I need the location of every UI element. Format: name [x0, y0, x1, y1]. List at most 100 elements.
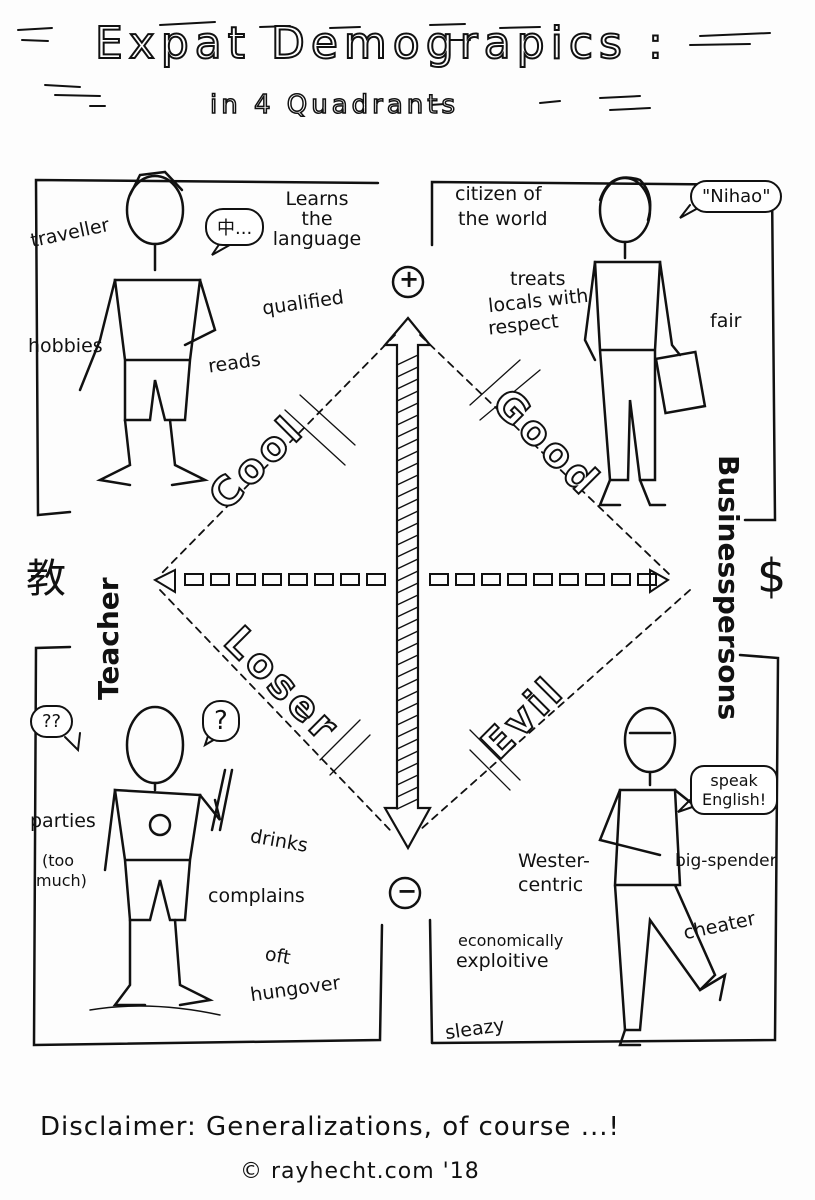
axis-dash	[559, 573, 579, 586]
diamond-dashes	[159, 334, 691, 831]
businessperson-evil-figure	[598, 706, 727, 1047]
teacher-axis-label: Teacher	[92, 577, 125, 700]
title: Expat Demograpics :	[94, 17, 669, 70]
label-centric: centric	[518, 874, 584, 896]
hatch-line	[396, 558, 419, 570]
subtitle: in 4 Quadrants	[209, 89, 459, 121]
plus-circle	[391, 265, 425, 299]
axis-dash	[455, 573, 475, 586]
hatch-line	[396, 786, 419, 798]
hatch-line	[396, 750, 419, 762]
hatch-line	[396, 438, 419, 450]
axis-dash	[507, 573, 527, 586]
minus-circle	[388, 876, 422, 910]
hatch-line	[396, 534, 419, 546]
speech-bubble-confused: ??	[30, 705, 74, 738]
label-big-spender: big-spender	[675, 851, 777, 871]
frame-bottom-left	[32, 645, 384, 1047]
hatch-line	[396, 642, 419, 654]
label-complains: complains	[208, 885, 305, 907]
hatch-line	[396, 774, 419, 786]
axis-dash	[611, 573, 631, 586]
minus-sign: −	[397, 877, 418, 905]
hatch-line	[396, 714, 419, 726]
label-oft: oft	[263, 942, 293, 970]
hatch-line	[396, 618, 419, 630]
frame-bottom-right	[430, 653, 780, 1045]
hatch-line	[396, 450, 419, 462]
hatch-line	[396, 570, 419, 582]
axis-dash	[429, 573, 449, 586]
label-economically: economically	[458, 931, 564, 950]
hatch-line	[396, 402, 419, 414]
axis-dash	[210, 573, 230, 586]
hatch-line	[396, 486, 419, 498]
hatch-line	[396, 606, 419, 618]
label-treats: treats	[510, 268, 566, 290]
hatch-line	[396, 414, 419, 426]
label-language: language	[272, 228, 362, 250]
hatch-line	[396, 354, 419, 366]
hatch-line	[396, 390, 419, 402]
axis-dash	[236, 573, 256, 586]
hatch-line	[396, 798, 419, 810]
label-much: much)	[36, 871, 87, 890]
teacher-loser-figure	[89, 705, 234, 1016]
label-too: (too	[42, 851, 75, 870]
hatch-line	[396, 630, 419, 642]
label-the-world: the world	[458, 208, 548, 230]
hatch-line	[396, 762, 419, 774]
hatch-line	[396, 462, 419, 474]
axis-dash	[288, 573, 308, 586]
axis-dash	[184, 573, 204, 586]
speech-bubble-speak-english: speak English!	[690, 765, 779, 815]
hatch-line	[396, 366, 419, 378]
hatch-line	[396, 474, 419, 486]
axis-dash	[314, 573, 334, 586]
hatch-line	[396, 654, 419, 666]
hatch-line	[396, 426, 419, 438]
hatch-line	[396, 510, 419, 522]
label-exploitive: exploitive	[456, 950, 549, 972]
label-fair: fair	[710, 310, 742, 332]
axis-dash	[585, 573, 605, 586]
hatch-line	[396, 546, 419, 558]
hatch-line	[396, 378, 419, 390]
hatch-line	[396, 738, 419, 750]
speech-bubble-chinese: 中...	[205, 208, 265, 246]
plus-sign: +	[399, 265, 420, 293]
frame-top-left	[34, 178, 380, 517]
hatch-line	[396, 498, 419, 510]
label-parties: parties	[30, 810, 96, 832]
hatch-line	[396, 594, 419, 606]
businesspersons-axis-label: Businesspersons	[712, 455, 745, 721]
hatch-line	[396, 690, 419, 702]
hatch-line	[396, 522, 419, 534]
label-the: the	[301, 208, 333, 230]
shading-hatches	[284, 359, 541, 791]
label-citizen-of: citizen of	[455, 183, 542, 205]
hatch-line	[396, 726, 419, 738]
title-decoration	[17, 21, 771, 111]
hatch-line	[396, 666, 419, 678]
horizontal-axis-arrow	[152, 568, 670, 594]
bubble-line: English!	[702, 790, 767, 809]
speech-bubble-nihao: "Nihao"	[690, 180, 783, 213]
bubble-line: speak	[710, 771, 758, 790]
hatch-line	[396, 678, 419, 690]
label-learns: Learns	[285, 188, 349, 210]
dollar-symbol: $	[757, 549, 787, 603]
axis-dash	[637, 573, 657, 586]
credit: © rayhecht.com '18	[240, 1159, 480, 1184]
hatch-line	[396, 582, 419, 594]
axis-dash	[340, 573, 360, 586]
label-wester: Wester-	[518, 850, 590, 872]
axis-dash	[533, 573, 553, 586]
hatch-line	[396, 702, 419, 714]
teacher-symbol: 教	[26, 556, 66, 602]
axis-dash	[262, 573, 282, 586]
disclaimer: Disclaimer: Generalizations, of course .…	[40, 1112, 620, 1142]
axis-dash	[366, 573, 386, 586]
